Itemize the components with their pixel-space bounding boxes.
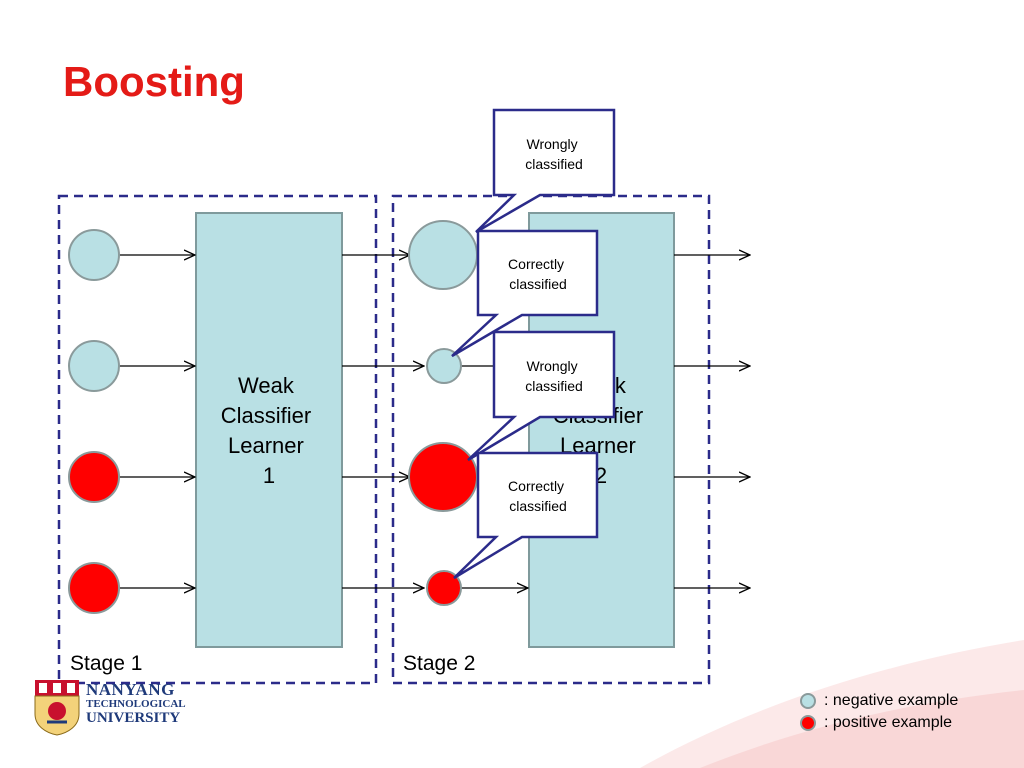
callout-2-line-1: Correctly (508, 256, 564, 272)
legend: : negative example : positive example (800, 690, 958, 734)
logo-line-2: TECHNOLOGICAL (86, 698, 186, 710)
stage-1-negative-example-1 (68, 229, 120, 281)
legend-positive-label: : positive example (824, 714, 953, 731)
callout-4-line-1: Correctly (508, 478, 564, 494)
callout-1-text: Wrongly classified (525, 136, 583, 172)
crest-icon (34, 680, 80, 736)
university-logo (33, 678, 203, 738)
stage-1-frame (57, 194, 378, 685)
classifier-1-line-1: Weak (238, 373, 295, 398)
legend-negative: : negative example (800, 690, 958, 712)
stage-1-positive-example-2 (68, 562, 120, 614)
positive-example-marker (800, 715, 816, 731)
stage-1-negative-example-2 (68, 340, 120, 392)
callout-3-text: Wrongly classified (525, 358, 583, 394)
slide-title: Boosting (63, 58, 245, 105)
callout-4-line-2: classified (509, 498, 567, 514)
callout-4-text: Correctly classified (508, 478, 568, 514)
stage-1-positive-example-1 (68, 451, 120, 503)
callout-3-line-1: Wrongly (527, 358, 578, 374)
callout-2 (451, 229, 599, 358)
callout-3-line-2: classified (525, 378, 583, 394)
university-name: NANYANG TECHNOLOGICAL UNIVERSITY (86, 681, 186, 726)
callout-1 (475, 108, 616, 234)
stage-2-positive-example-small (426, 570, 462, 606)
background-swoosh-2 (700, 690, 1024, 768)
callout-4 (453, 451, 599, 580)
logo-line-3: UNIVERSITY (86, 710, 181, 726)
callout-2-text: Correctly classified (508, 256, 568, 292)
classifier-1-box (195, 212, 343, 648)
legend-positive: : positive example (800, 712, 958, 734)
stage-2-negative-example-small (426, 348, 462, 384)
callout-2-line-2: classified (509, 276, 567, 292)
logo-line-1: NANYANG (86, 680, 175, 699)
negative-example-marker (800, 693, 816, 709)
classifier-1-line-2: Classifier (221, 403, 311, 428)
callout-1-line-1: Wrongly (527, 136, 578, 152)
stage-2-label: Stage 2 (403, 652, 475, 675)
callout-3 (467, 330, 616, 462)
classifier-1-line-4: 1 (263, 463, 275, 488)
classifier-1-line-3: Learner (228, 433, 304, 458)
legend-negative-label: : negative example (824, 692, 959, 709)
callout-1-line-2: classified (525, 156, 583, 172)
stage-1-label: Stage 1 (70, 652, 142, 675)
stage-2-negative-example-large (408, 220, 478, 290)
classifier-1-label: Weak Classifier Learner 1 (221, 373, 318, 488)
stage-2-positive-example-large (408, 442, 478, 512)
